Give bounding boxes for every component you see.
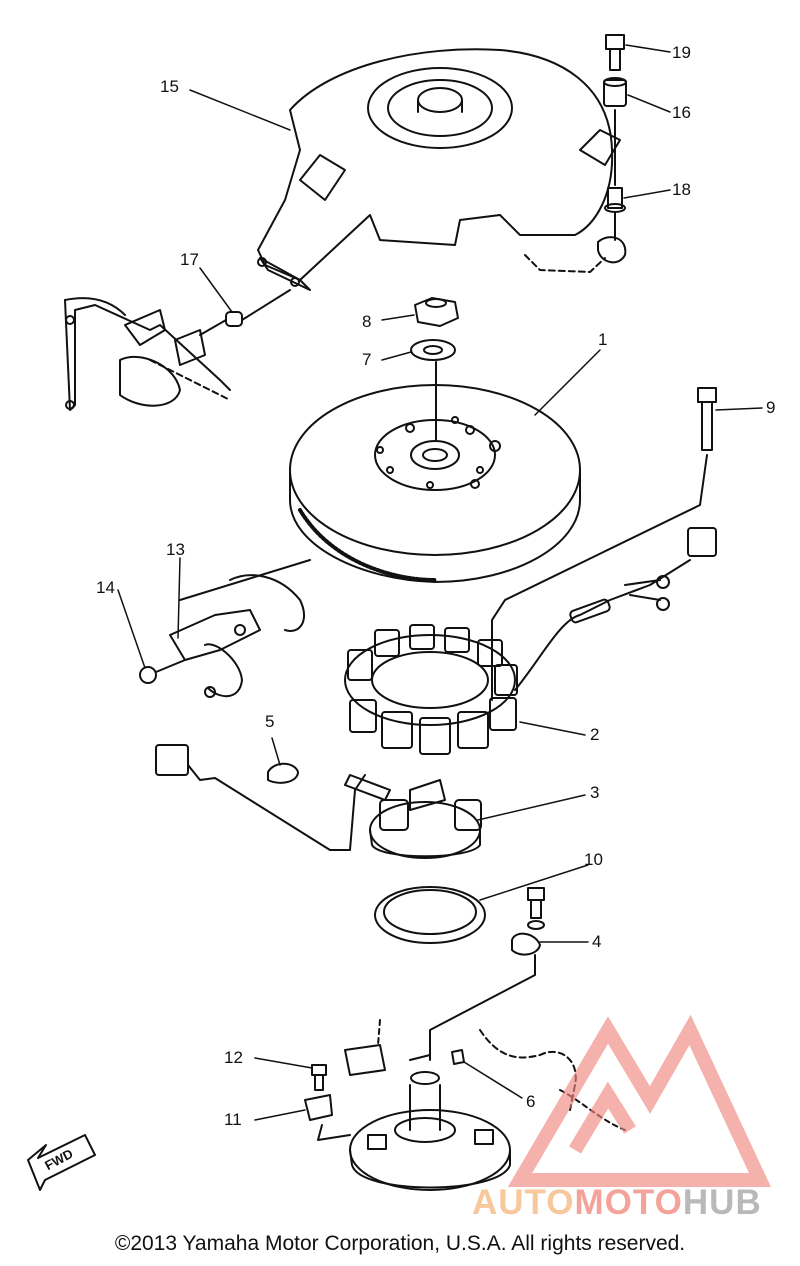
callout-8: 8 (362, 312, 372, 331)
copyright-notice: ©2013 Yamaha Motor Corporation, U.S.A. A… (114, 1232, 686, 1255)
base-plate (344, 1044, 511, 1191)
callout-17: 17 (180, 250, 199, 269)
callout-7: 7 (362, 350, 372, 369)
nut-8 (414, 297, 459, 327)
grommet-17 (225, 311, 243, 327)
callout-10: 10 (584, 850, 603, 869)
bushing-18 (604, 187, 626, 213)
screw-clamp-4 (511, 887, 545, 956)
bracket-13 (169, 559, 311, 698)
forward-direction-arrow (27, 1134, 96, 1191)
upper-bracket (64, 297, 231, 411)
callout-19: 19 (672, 43, 691, 62)
callout-16: 16 (672, 103, 691, 122)
clamp-5 (267, 762, 299, 784)
stator (344, 624, 518, 755)
callout-13: 13 (166, 540, 185, 559)
washer-11 (304, 1094, 333, 1121)
watermark-logo (507, 1014, 771, 1187)
bolt-14 (139, 659, 186, 684)
callout-4: 4 (592, 932, 602, 951)
flywheel-cover (257, 48, 621, 291)
watermark-hub: HUB (682, 1183, 762, 1222)
screw-12 (311, 1064, 327, 1076)
pulser-coil (344, 774, 482, 859)
callout-11: 11 (224, 1110, 242, 1129)
callout-3: 3 (590, 783, 600, 802)
key-6 (451, 1049, 465, 1065)
bolt-19 (605, 34, 625, 71)
leader-lines (117, 44, 763, 1121)
callout-14: 14 (96, 578, 115, 597)
callout-18: 18 (672, 180, 691, 199)
bolt-9 (697, 387, 717, 451)
connector (155, 744, 189, 776)
watermark-auto: AUTO (472, 1183, 575, 1222)
collar-16 (603, 77, 627, 107)
watermark-text: AUTOMOTOHUB (472, 1183, 762, 1223)
watermark-moto: MOTO (574, 1183, 683, 1222)
callout-5: 5 (265, 712, 275, 731)
callout-12: 12 (224, 1048, 243, 1067)
retaining-ring-10 (374, 886, 486, 944)
callout-15: 15 (160, 77, 179, 96)
callout-9: 9 (766, 398, 776, 417)
callout-2: 2 (590, 725, 600, 744)
callout-1: 1 (598, 330, 608, 349)
callout-6: 6 (526, 1092, 536, 1111)
washer-7 (410, 339, 456, 361)
flywheel (289, 384, 581, 583)
